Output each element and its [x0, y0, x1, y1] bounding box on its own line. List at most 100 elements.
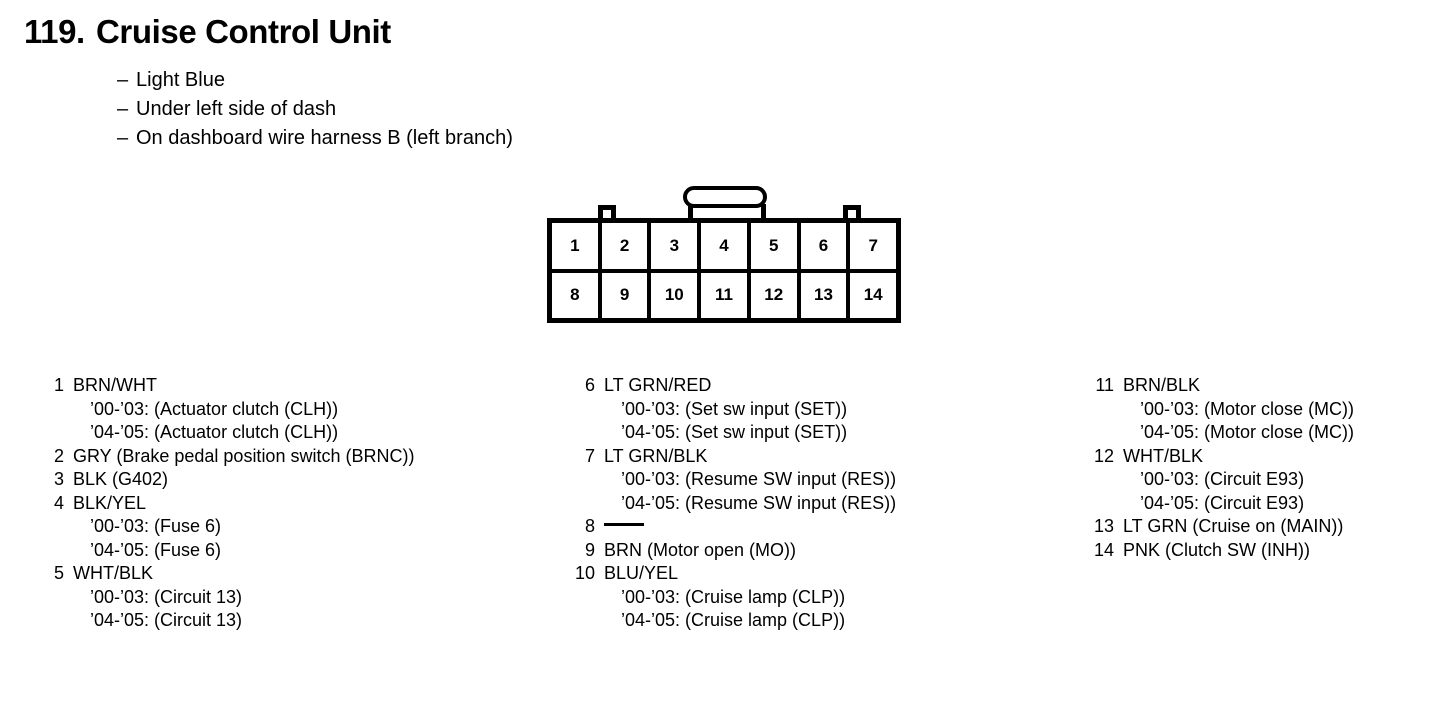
- legend-subline: ’04-’05: (Circuit E93): [1140, 492, 1305, 513]
- description-text: Light Blue: [136, 69, 225, 91]
- legend-pin-number: 6: [584, 375, 595, 395]
- legend-main-line: 10 BLU/YEL: [569, 562, 1069, 586]
- legend-wire-label: LT GRN/RED: [604, 375, 712, 395]
- legend-main-line: 8: [569, 515, 1069, 539]
- legend-wire-label: WHT/BLK: [73, 563, 154, 583]
- page-title-text: Cruise Control Unit: [96, 13, 391, 50]
- bullet-dash-icon: –: [117, 69, 129, 91]
- pin-cell-2[interactable]: 2: [602, 223, 652, 269]
- description-text: Under left side of dash: [136, 98, 337, 120]
- pin-cell-13[interactable]: 13: [801, 272, 851, 318]
- legend-wire-label: BLK/YEL: [73, 492, 147, 513]
- legend-wire-label: BLU/YEL: [604, 563, 679, 583]
- legend-pin-number: 5: [53, 563, 64, 583]
- pin-cell-1[interactable]: 1: [552, 223, 602, 269]
- pin-cell-6[interactable]: 6: [801, 223, 851, 269]
- description-item-location: –Under left side of dash: [117, 95, 513, 124]
- legend-subline: ’00-’03: (Set sw input (SET)): [621, 398, 848, 419]
- pin-cell-3[interactable]: 3: [651, 223, 702, 269]
- legend-pin-number: 3: [53, 469, 64, 489]
- legend-entry: 10 BLU/YEL ’00-’03: (Cruise lamp (CLP)) ’04…: [569, 562, 1069, 633]
- connector-body: 1 2 3 4 5 6 7 8 9 10 11 12 13 14: [547, 218, 901, 323]
- legend-wire-label: BRN (Motor open (MO)): [604, 539, 797, 560]
- pin-cell-4[interactable]: 4: [701, 223, 751, 269]
- legend-wire-label: BRN/WHT: [73, 375, 157, 395]
- legend-pin-number: 8: [584, 516, 595, 536]
- legend-main-line: 9 BRN (Motor open (MO)): [569, 539, 1069, 563]
- legend-wire-label: PNK (Clutch SW (INH)): [1123, 539, 1311, 560]
- pin-cell-9[interactable]: 9: [602, 272, 652, 318]
- connector-diagram: 1 2 3 4 5 6 7 8 9 10 11 12 13 14: [547, 186, 901, 338]
- pin-cell-7[interactable]: 7: [868, 235, 878, 255]
- legend-subline: ’04-’05: (Set sw input (SET)): [621, 422, 848, 442]
- page-number: 119.: [24, 13, 85, 50]
- description-list: –Light Blue –Under left side of dash –On…: [117, 66, 513, 153]
- legend-main-line: 5 WHT/BLK: [38, 562, 558, 586]
- legend-subline: ’00-’03: (Actuator clutch (CLH)): [90, 398, 339, 419]
- description-item-color: –Light Blue: [117, 66, 513, 95]
- legend-wire-label: BLK (G402): [73, 469, 169, 489]
- pin-cell-5[interactable]: 5: [751, 223, 801, 269]
- legend-entry: 12 WHT/BLK ’00-’03: (Circuit E93) ’04-’05: …: [1088, 445, 1438, 516]
- legend-no-connection-dash-icon: [604, 523, 644, 526]
- legend-entry: 13 LT GRN (Cruise on (MAIN)): [1088, 515, 1438, 539]
- legend-pin-number: 4: [53, 492, 64, 513]
- bullet-dash-icon: –: [117, 98, 129, 120]
- legend-subline: ’00-’03: (Cruise lamp (CLP)): [621, 586, 846, 607]
- legend-entry: 4 BLK/YEL ’00-’03: (Fuse 6) ’04-’05: (Fuse …: [38, 492, 558, 563]
- connector-bottom-row: 8 9 10 11 12 13 14: [552, 272, 896, 318]
- legend-subline: ’04-’05: (Resume SW input (RES)): [621, 492, 897, 513]
- legend-main-line: 3 BLK (G402): [38, 468, 558, 492]
- legend-subline: ’04-’05: (Actuator clutch (CLH)): [90, 422, 339, 442]
- legend-subline: ’04-’05: (Fuse 6): [90, 539, 222, 560]
- legend-main-line: 14 PNK (Clutch SW (INH)): [1088, 539, 1438, 563]
- pin-cell-14[interactable]: 14: [863, 285, 883, 305]
- legend-entry: 14 PNK (Clutch SW (INH)): [1088, 539, 1438, 563]
- legend-subline: ’04-’05: (Circuit 13): [90, 610, 243, 630]
- legend-entry: 8: [569, 515, 1069, 539]
- legend-pin-number: 9: [584, 539, 595, 560]
- legend-main-line: 2 GRY (Brake pedal position switch (BRNC)…: [38, 445, 558, 469]
- legend-subline: ’00-’03: (Resume SW input (RES)): [621, 469, 897, 489]
- connector-latch-icon: [683, 186, 767, 208]
- legend-subline: ’00-’03: (Circuit E93): [1140, 469, 1305, 489]
- legend-pin-number: 10: [574, 563, 595, 583]
- legend-column-2: 6 LT GRN/RED ’00-’03: (Set sw input (SET))…: [569, 374, 1069, 633]
- legend-pin-number: 2: [53, 445, 64, 466]
- legend-pin-number: 13: [1093, 516, 1114, 536]
- pin-cell-8[interactable]: 8: [552, 272, 602, 318]
- legend-pin-number: 7: [584, 445, 595, 466]
- legend-wire-label: WHT/BLK: [1123, 445, 1204, 466]
- legend-wire-label: GRY (Brake pedal position switch (BRNC)): [73, 445, 415, 466]
- pin-cell-12[interactable]: 12: [751, 272, 801, 318]
- legend-wire-label: LT GRN (Cruise on (MAIN)): [1123, 516, 1344, 536]
- latch-leg-left: [688, 204, 693, 224]
- legend-subline: ’00-’03: (Fuse 6): [90, 516, 222, 536]
- legend-pin-number: 11: [1095, 375, 1114, 395]
- description-item-harness: –On dashboard wire harness B (left branc…: [117, 124, 513, 153]
- legend-subline: ’00-’03: (Circuit 13): [90, 586, 243, 607]
- legend-pin-number: 14: [1093, 539, 1114, 560]
- latch-leg-right: [761, 204, 766, 224]
- legend-main-line: 13 LT GRN (Cruise on (MAIN)): [1088, 515, 1438, 539]
- legend-main-line: 6 LT GRN/RED: [569, 374, 1069, 398]
- legend-entry: 5 WHT/BLK ’00-’03: (Circuit 13) ’04-’05: (C…: [38, 562, 558, 633]
- description-text: On dashboard wire harness B (left branch…: [136, 127, 513, 149]
- legend-pin-number: 12: [1093, 445, 1114, 466]
- pin-cell-10[interactable]: 10: [651, 272, 702, 318]
- page-title: 119. Cruise Control Unit: [24, 13, 391, 51]
- legend-subline: ’04-’05: (Cruise lamp (CLP)): [621, 610, 846, 630]
- pin-cell-11[interactable]: 11: [701, 272, 751, 318]
- legend-main-line: 12 WHT/BLK: [1088, 445, 1438, 469]
- legend-entry: 2 GRY (Brake pedal position switch (BRNC)…: [38, 445, 558, 469]
- legend-entry: 9 BRN (Motor open (MO)): [569, 539, 1069, 563]
- legend-subline: ’00-’03: (Motor close (MC)): [1140, 398, 1355, 419]
